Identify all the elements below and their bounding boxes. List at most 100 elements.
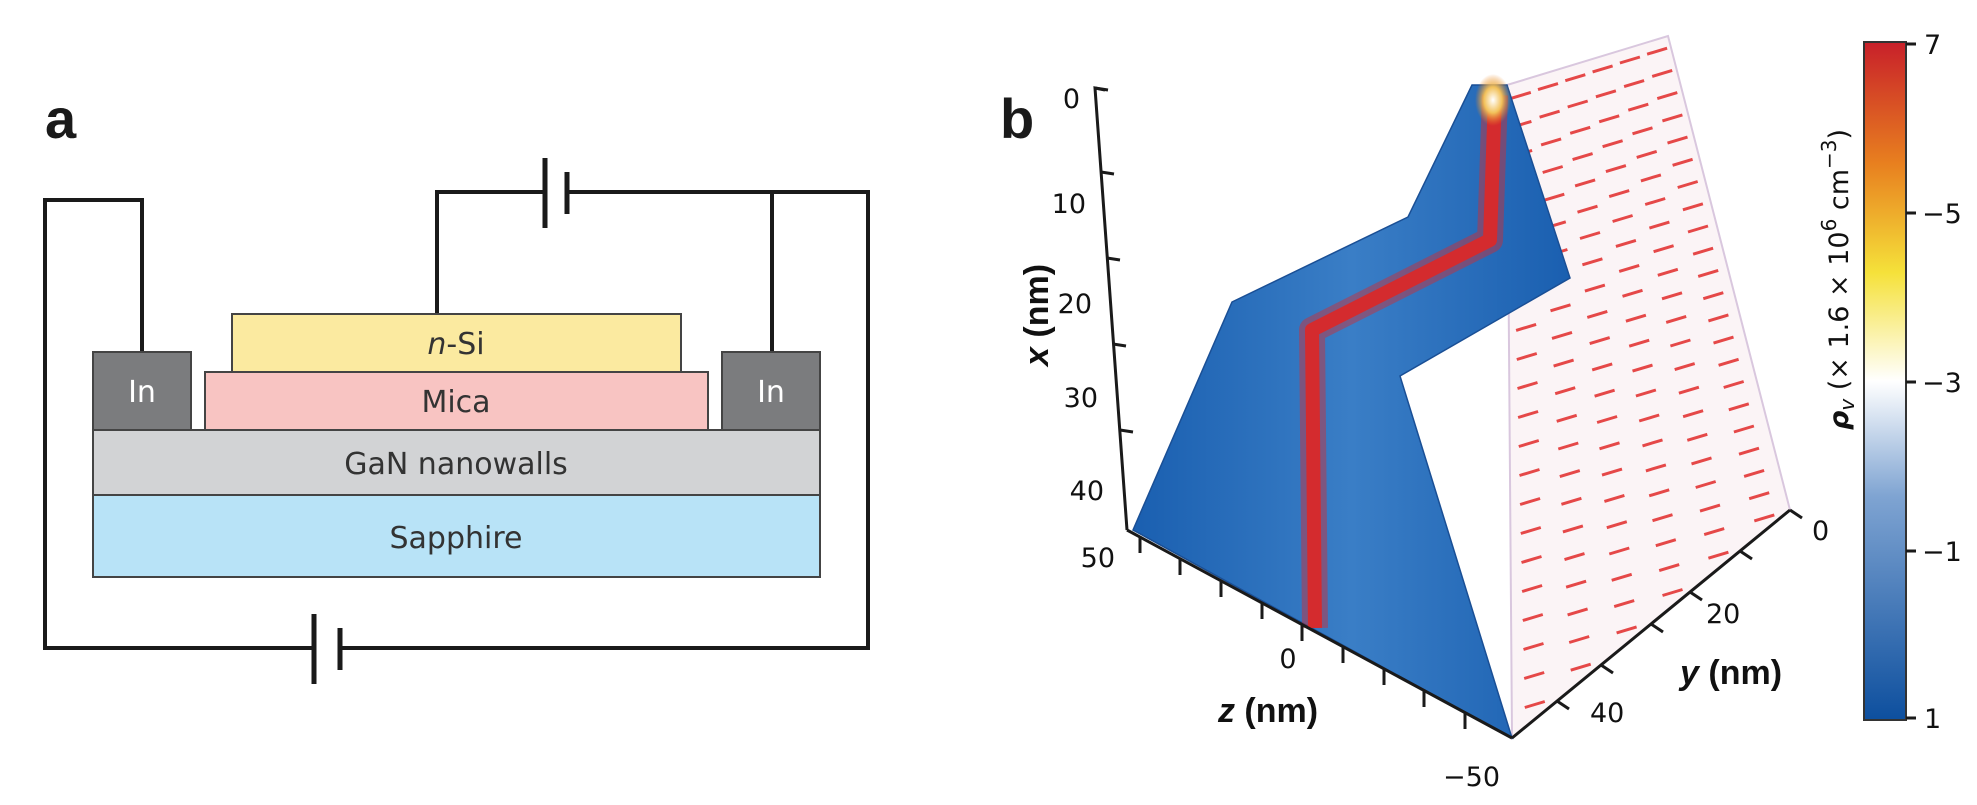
field-dash — [1677, 180, 1699, 189]
z-axis-unit: (nm) — [1235, 692, 1318, 730]
field-dash — [1564, 73, 1586, 83]
field-dash — [1616, 625, 1638, 635]
y-tick-0: 0 — [1812, 516, 1829, 547]
z-tick-0: 0 — [1279, 644, 1296, 675]
y-axis-unit: (nm) — [1699, 654, 1782, 692]
field-dash — [1581, 257, 1603, 267]
colorbar-tick-7: 7 — [1924, 30, 1941, 61]
x-tick-20: 20 — [1058, 289, 1092, 320]
x-tick-0: 0 — [1063, 84, 1080, 115]
colorbar: 7 −5 −3 −1 1 ρv (× 1.6 × 106 cm−3) — [1817, 30, 1962, 735]
x-axis-var: x — [1018, 345, 1056, 368]
field-dash — [1652, 513, 1673, 523]
field-dash — [1515, 322, 1537, 332]
field-dash — [1592, 64, 1614, 74]
x-axis-unit: (nm) — [1018, 264, 1056, 347]
field-dash — [1718, 357, 1740, 367]
field-dash — [1699, 503, 1721, 513]
field-dash — [1543, 192, 1565, 202]
field-dash — [1753, 513, 1775, 523]
field-dash — [1748, 491, 1770, 501]
field-dash — [1537, 82, 1559, 92]
z-axis-var: z — [1217, 692, 1235, 730]
field-dash — [1655, 538, 1677, 548]
layer-nsi-label: n-Si — [427, 327, 484, 362]
y-axis: 0 20 40 y (nm) — [1511, 508, 1829, 740]
field-dash — [1562, 524, 1584, 534]
wire-left-bottom — [43, 198, 314, 650]
field-dash — [1656, 91, 1678, 101]
x-axis: 0 10 20 30 40 x (nm) — [1018, 84, 1134, 531]
field-dash — [1523, 671, 1545, 680]
field-dash — [1636, 149, 1658, 159]
layer-nsi — [231, 313, 682, 373]
field-dash — [1519, 497, 1541, 506]
field-dash — [1665, 314, 1687, 324]
field-face — [1505, 34, 1792, 741]
field-dash — [1596, 415, 1618, 424]
field-dash — [1657, 267, 1679, 277]
battery-bottom-icon — [311, 614, 343, 684]
field-dash — [1662, 588, 1683, 597]
field-dash — [1602, 139, 1624, 149]
nanowall — [1132, 74, 1571, 740]
z-axis-line — [1126, 528, 1513, 740]
field-dash — [1667, 135, 1688, 145]
field-dash — [1686, 432, 1708, 442]
field-dash — [1640, 173, 1662, 183]
indium-contact-left — [92, 351, 192, 431]
colorbar-tick-minus3: −3 — [1922, 368, 1962, 399]
field-dash — [1570, 662, 1592, 672]
field-dash — [1584, 283, 1606, 293]
field-dash — [1646, 46, 1668, 56]
field-dash — [1651, 68, 1673, 78]
field-dash — [1565, 579, 1587, 589]
field-dash — [1539, 109, 1561, 119]
field-dash — [1523, 642, 1544, 651]
field-dash — [1691, 456, 1712, 466]
field-dash — [1628, 338, 1650, 348]
field-dash — [1524, 700, 1546, 709]
colorbar-gradient — [1863, 41, 1907, 721]
field-dash — [1672, 157, 1694, 167]
field-dash — [1550, 303, 1571, 313]
field-dash — [1645, 463, 1667, 473]
field-dash — [1743, 468, 1765, 478]
field-dash — [1682, 202, 1704, 212]
channel-core — [1305, 94, 1502, 629]
field-dash — [1564, 552, 1585, 562]
field-dash — [1586, 309, 1608, 319]
field-dash — [1518, 439, 1540, 448]
field-dash — [1595, 89, 1617, 99]
cb-unit: cm — [1824, 169, 1855, 219]
field-dash — [1619, 55, 1641, 65]
field-dash — [1579, 231, 1601, 240]
field-dash — [1554, 386, 1576, 396]
field-dash — [1556, 413, 1578, 423]
circuit-wires — [43, 190, 870, 650]
field-dashes — [1510, 46, 1775, 709]
field-dash — [1687, 224, 1709, 234]
field-dash — [1559, 469, 1581, 479]
y-tick-20: 20 — [1706, 599, 1740, 630]
field-dash — [1568, 635, 1590, 644]
cb-unit-exp: −3 — [1817, 139, 1841, 168]
nsi-italic-n: n — [427, 327, 446, 362]
z-axis: 50 0 −50 z (nm) — [1081, 528, 1513, 793]
field-dash — [1658, 563, 1680, 573]
field-dash — [1567, 607, 1589, 617]
wire-top-nsi — [435, 190, 545, 314]
field-dash — [1618, 263, 1640, 273]
field-dash — [1557, 441, 1579, 451]
field-dash — [1601, 467, 1623, 477]
field-dash — [1591, 362, 1613, 372]
field-dash — [1613, 599, 1635, 609]
field-dash — [1510, 90, 1532, 100]
field-dash — [1577, 204, 1598, 214]
panel-b: b 0 10 20 30 40 x (nm) — [1000, 30, 1962, 793]
field-dash — [1589, 336, 1611, 346]
field-dash — [1615, 238, 1637, 248]
indium-contact-right — [721, 351, 821, 431]
y-axis-label: y (nm) — [1678, 654, 1782, 692]
x-axis-line — [1093, 86, 1129, 531]
